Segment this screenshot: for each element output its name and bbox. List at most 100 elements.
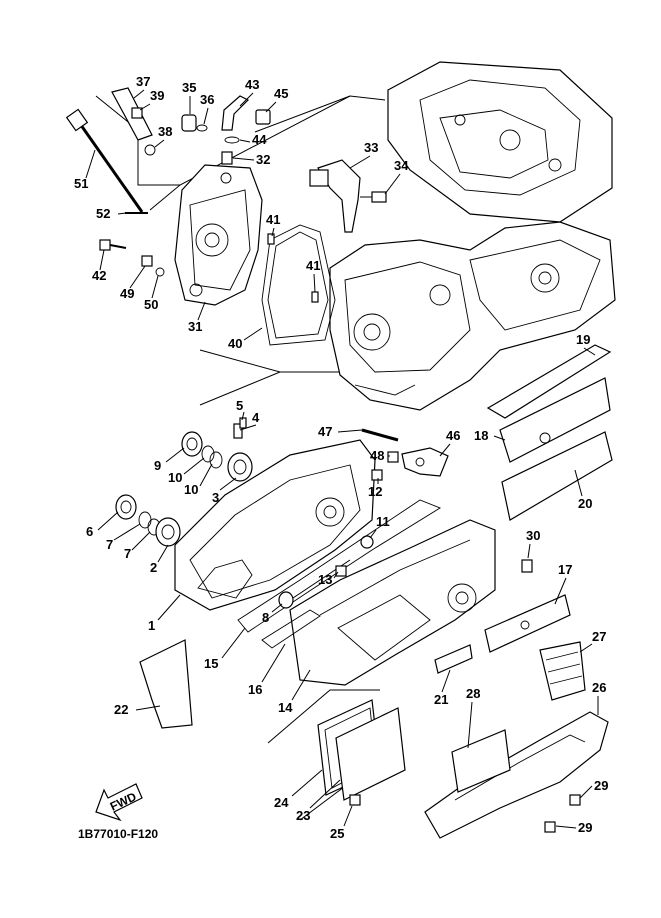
oring-10b: [209, 451, 223, 469]
callout-15: 15: [204, 656, 218, 671]
bracket-33: [309, 159, 361, 233]
bolt-13: [335, 565, 347, 577]
crankcase-main: [329, 221, 616, 411]
callout-19: 19: [576, 332, 590, 347]
dowel-11: [360, 535, 374, 549]
oring-36: [196, 124, 208, 132]
callout-1: 1: [148, 618, 155, 633]
oring-7a: [138, 511, 152, 529]
pin-4: [233, 423, 243, 439]
cover-20: [501, 431, 613, 521]
callout-51: 51: [74, 176, 88, 191]
callout-31: 31: [188, 319, 202, 334]
callout-28: 28: [466, 686, 480, 701]
callout-34: 34: [394, 158, 409, 173]
crankcase-cover-1: [174, 439, 376, 611]
callout-26: 26: [592, 680, 606, 695]
callout-2: 2: [150, 560, 157, 575]
callout-14: 14: [278, 700, 293, 715]
callout-5: 5: [236, 398, 243, 413]
callout-11: 11: [376, 514, 390, 529]
hose-43: [221, 95, 250, 131]
callout-30: 30: [526, 528, 540, 543]
callout-10a: 10: [168, 470, 182, 485]
crankcase-cover-31: [174, 164, 263, 306]
callout-3: 3: [212, 490, 219, 505]
callout-40: 40: [228, 336, 242, 351]
bearing-3: [227, 452, 253, 482]
callout-32: 32: [256, 152, 270, 167]
callout-24: 24: [274, 795, 289, 810]
callout-48: 48: [370, 448, 384, 463]
clip-38: [144, 144, 156, 156]
callout-13: 13: [318, 572, 332, 587]
callout-42: 42: [92, 268, 106, 283]
gasket-15: [237, 499, 441, 633]
bolt-49: [141, 255, 153, 267]
seal-9: [181, 431, 203, 457]
callout-23: 23: [296, 808, 310, 823]
callout-4: 4: [252, 410, 260, 425]
callout-18: 18: [474, 428, 488, 443]
plug-35: [181, 114, 197, 132]
callout-29a: 29: [594, 778, 608, 793]
callout-47: 47: [318, 424, 332, 439]
clip-5: [239, 417, 247, 429]
bolt-25: [349, 794, 361, 806]
callout-46: 46: [446, 428, 460, 443]
callout-49: 49: [120, 286, 134, 301]
callout-9: 9: [154, 458, 161, 473]
oring-10a: [201, 445, 215, 463]
callout-27: 27: [592, 629, 606, 644]
fwd-arrow: [95, 783, 143, 822]
bolt-39: [131, 107, 143, 119]
filter-case-23: [335, 707, 406, 801]
bearing-2: [155, 517, 181, 547]
callout-16: 16: [248, 682, 262, 697]
callouts: 1 2 3 4 5 6 7 7 8 9 10 10 11 12 13 14 15…: [74, 74, 608, 841]
callout-43: 43: [245, 77, 259, 92]
callout-6: 6: [86, 524, 93, 539]
nut-48: [387, 451, 399, 463]
callout-37: 37: [136, 74, 150, 89]
callout-8: 8: [262, 610, 269, 625]
shaft-51: [65, 108, 144, 213]
cap-45: [255, 109, 271, 125]
gasket-16: [261, 609, 321, 649]
callout-10b: 10: [184, 482, 198, 497]
transmission-case-14: [289, 519, 496, 686]
dowel-41b: [311, 291, 319, 303]
seal-6: [115, 494, 137, 520]
bushing-8: [278, 591, 294, 609]
callout-35: 35: [182, 80, 196, 95]
callout-12: 12: [368, 484, 382, 499]
callout-17: 17: [558, 562, 572, 577]
callout-50: 50: [144, 297, 158, 312]
cover-window-28: [451, 729, 511, 793]
bolt-34: [360, 191, 387, 203]
fwd-label: FWD: [108, 789, 139, 813]
callout-7b: 7: [124, 546, 131, 561]
callout-52: 52: [96, 206, 110, 221]
bolt-29a: [569, 794, 581, 806]
bolt-29b: [544, 821, 556, 833]
clip-44: [224, 136, 240, 144]
crankcase-upper: [387, 61, 613, 223]
callout-39: 39: [150, 88, 164, 103]
damper-27: [539, 641, 586, 701]
plate-22: [139, 639, 193, 729]
callout-25: 25: [330, 826, 344, 841]
callout-29b: 29: [578, 820, 592, 835]
callout-36: 36: [200, 92, 214, 107]
washer-50: [155, 267, 165, 277]
callout-44: 44: [252, 132, 267, 147]
callout-21: 21: [434, 692, 448, 707]
callout-22: 22: [114, 702, 128, 717]
callout-45: 45: [274, 86, 288, 101]
callout-33: 33: [364, 140, 378, 155]
reference-code: 1B77010-F120: [78, 827, 158, 841]
callout-leaders: [85, 89, 599, 829]
gasket-40: [261, 224, 336, 346]
